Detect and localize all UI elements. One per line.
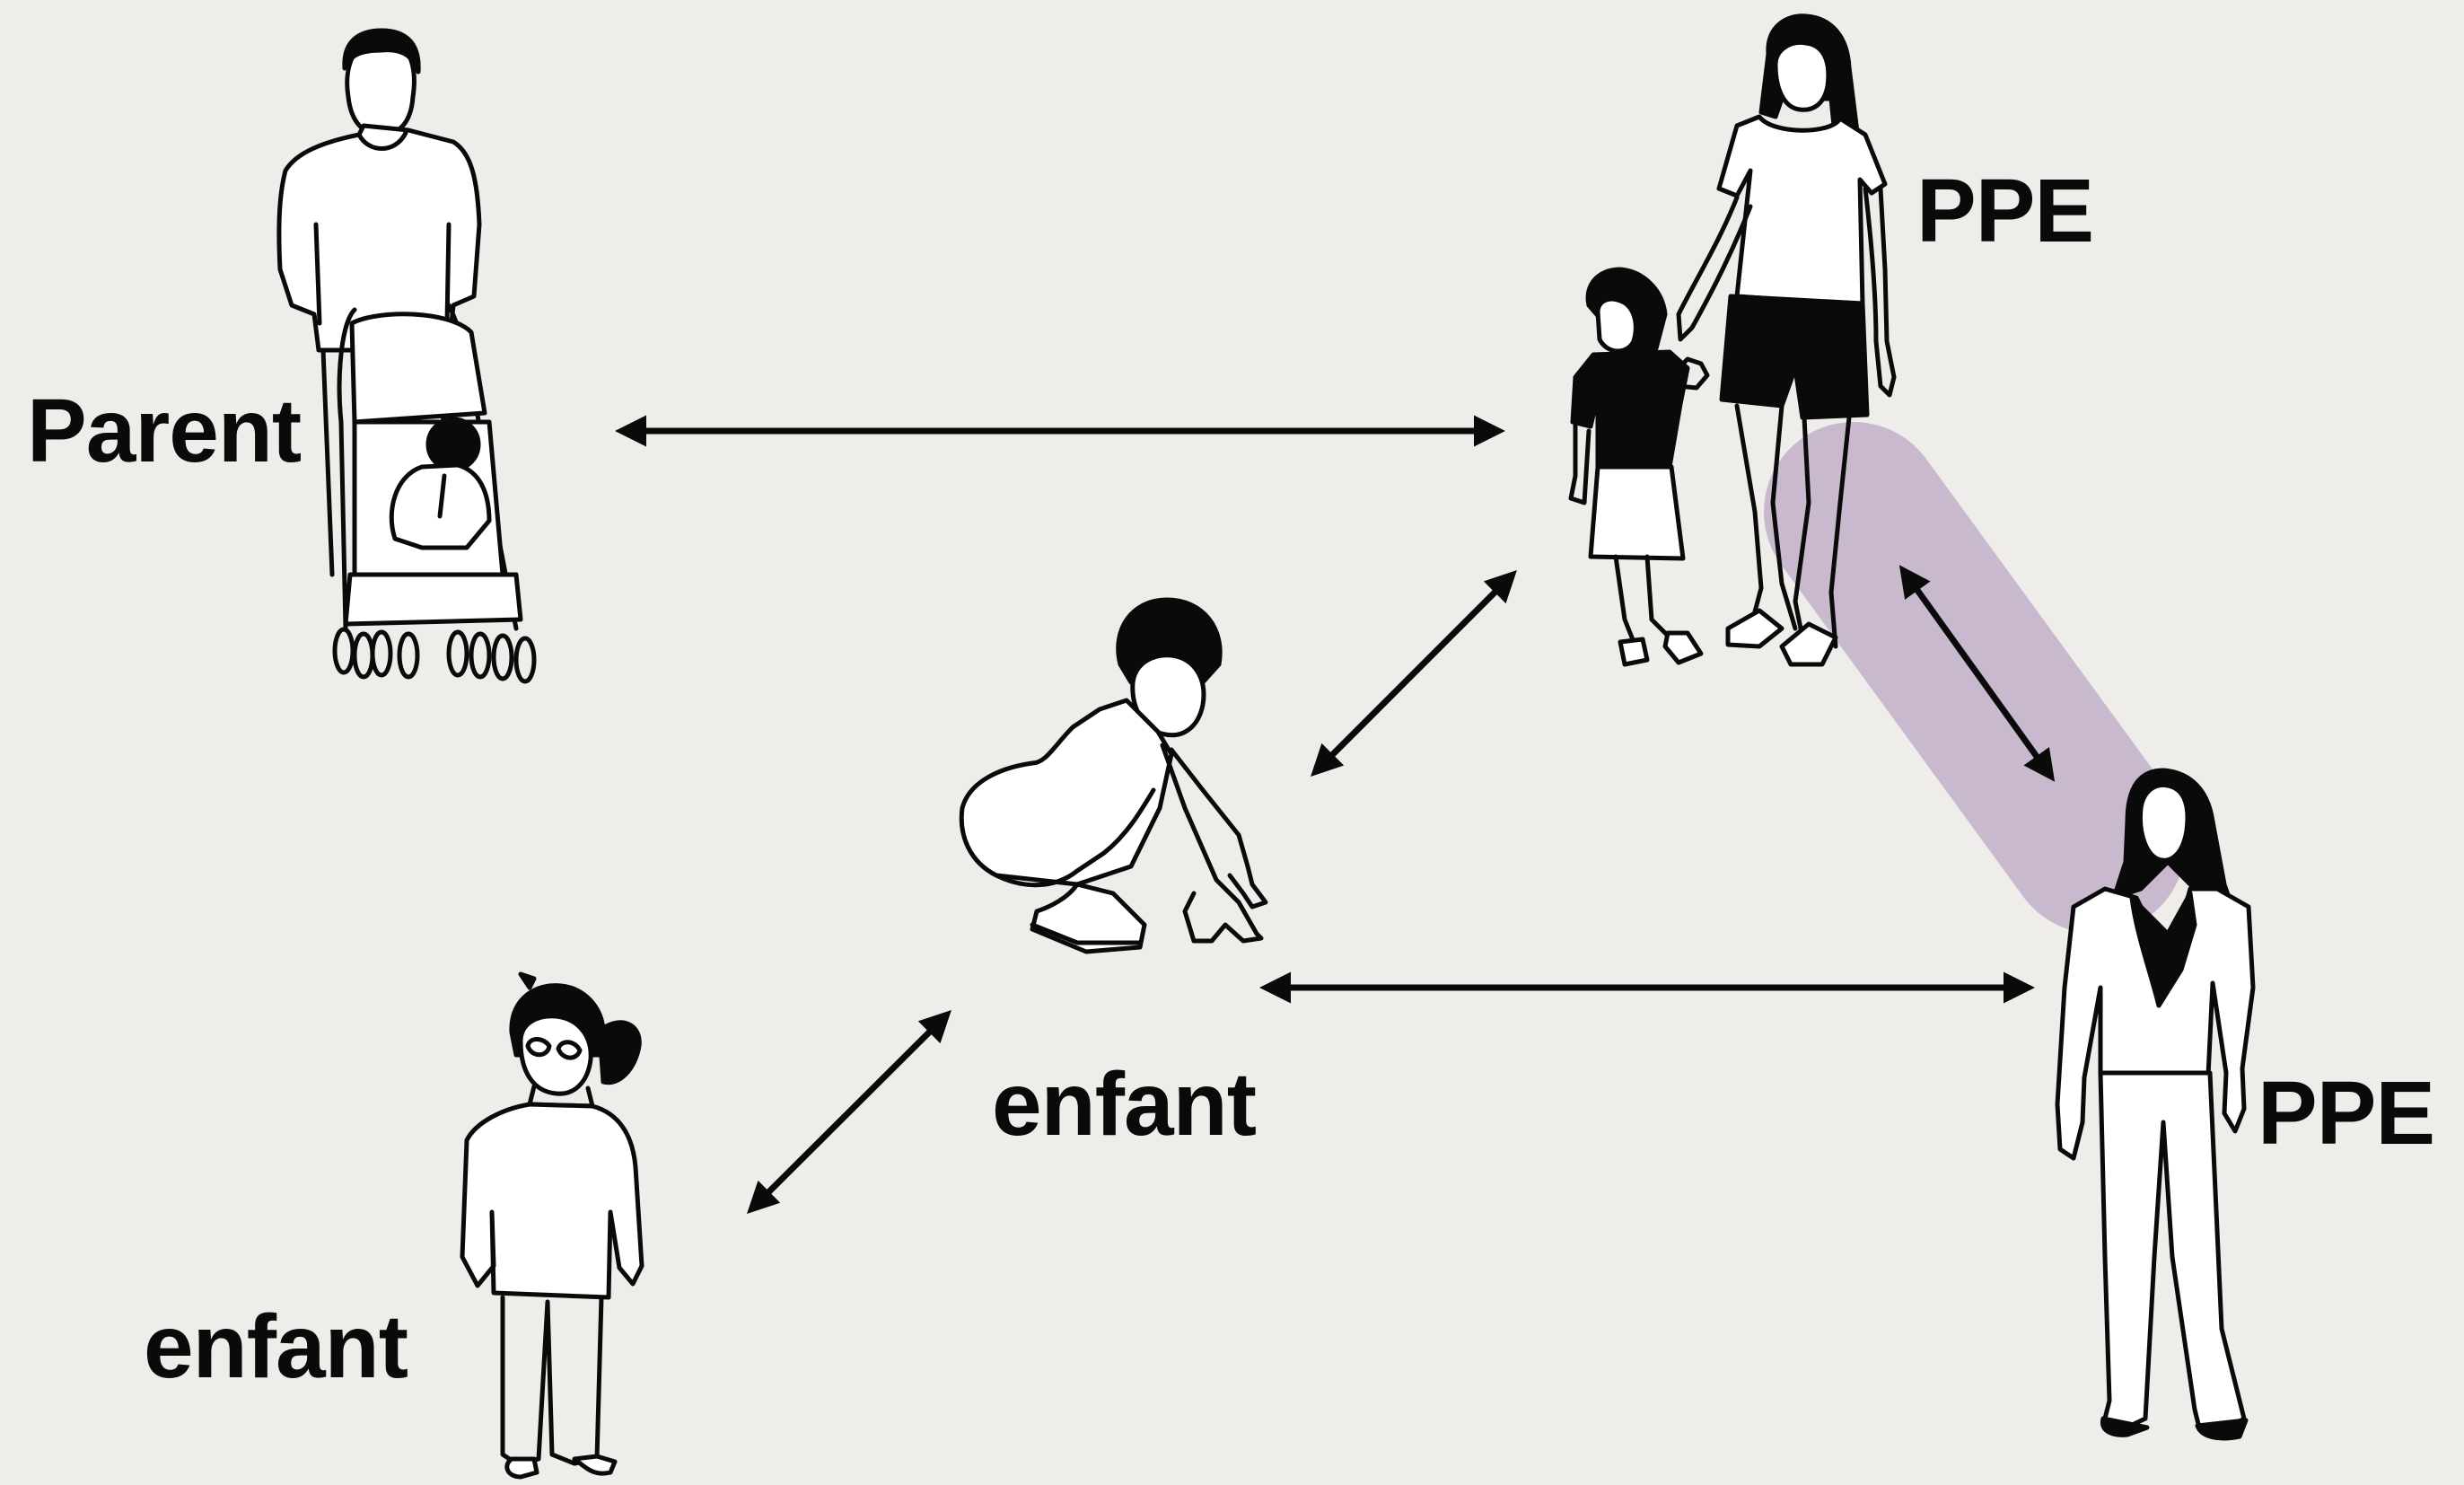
standing-woman-icon: [2055, 768, 2256, 1441]
label-enfant-center: enfant: [992, 1054, 1257, 1155]
label-parent: Parent: [27, 381, 302, 481]
crouching-child-icon: [959, 597, 1268, 954]
arrows: [615, 415, 2056, 1214]
label-ppe-top: PPE: [1916, 161, 2094, 261]
standing-girl-icon: [460, 971, 644, 1480]
arrow-ppe-ppe: [1898, 565, 2056, 782]
ppe-relationship-highlight: [1764, 422, 2186, 934]
father-with-stroller-icon: [276, 28, 537, 684]
woman-holding-child-hand-icon: [1568, 13, 1897, 667]
label-ppe-bottom: PPE: [2258, 1063, 2435, 1164]
arrow-enfant-ppe-top: [1311, 570, 1517, 777]
arrow-enfant-enfant: [747, 1010, 951, 1214]
label-enfant-bottom: enfant: [144, 1296, 408, 1397]
